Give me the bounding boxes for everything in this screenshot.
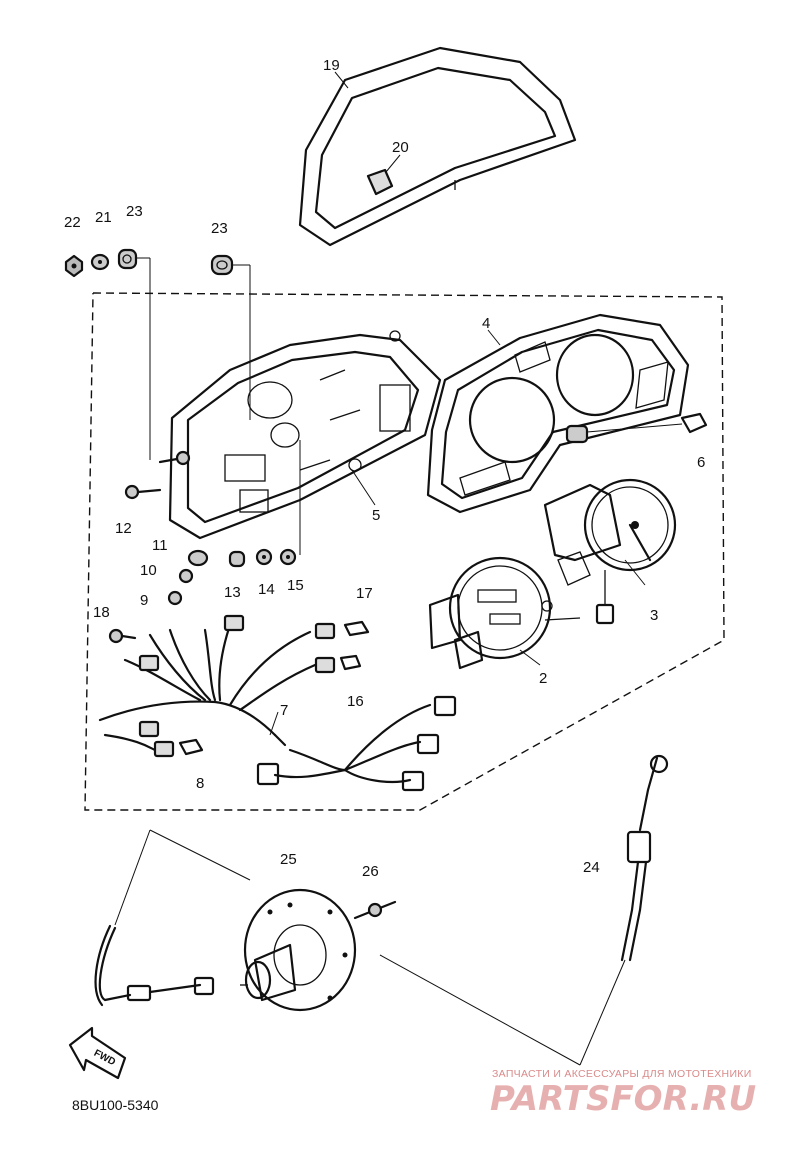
label-9: 9 bbox=[140, 592, 148, 609]
label-14: 14 bbox=[258, 581, 275, 598]
screw-18 bbox=[108, 628, 137, 644]
grommet-23-left bbox=[117, 248, 138, 270]
washer-15 bbox=[279, 548, 297, 566]
label-23-right: 23 bbox=[211, 220, 228, 237]
speedometer-cable-24 bbox=[620, 754, 669, 962]
lead-lines bbox=[135, 71, 646, 1066]
screw-10 bbox=[178, 568, 194, 584]
nut-14 bbox=[255, 548, 273, 566]
label-11: 11 bbox=[152, 537, 168, 554]
watermark-brand: PARTSFOR.RU bbox=[490, 1079, 756, 1119]
label-12: 12 bbox=[115, 520, 132, 537]
label-26: 26 bbox=[362, 863, 379, 880]
speedometer bbox=[428, 556, 581, 670]
label-3: 3 bbox=[650, 607, 658, 624]
gear-bolt bbox=[353, 900, 397, 920]
cover-grommet bbox=[366, 168, 394, 196]
label-6: 6 bbox=[697, 454, 705, 471]
label-24: 24 bbox=[583, 859, 600, 876]
meter-face-panel bbox=[426, 313, 690, 514]
wire-harness bbox=[98, 614, 457, 792]
label-7: 7 bbox=[280, 702, 288, 719]
label-8: 8 bbox=[196, 775, 204, 792]
meter-gear-unit bbox=[240, 888, 357, 1012]
screw-12 bbox=[124, 484, 162, 500]
bulb-17 bbox=[343, 620, 370, 637]
label-22: 22 bbox=[64, 214, 81, 231]
label-10: 10 bbox=[140, 562, 157, 579]
label-18: 18 bbox=[93, 604, 110, 621]
label-15: 15 bbox=[287, 577, 304, 594]
washer-11 bbox=[187, 549, 209, 567]
forward-arrow: FWD bbox=[68, 1026, 127, 1080]
washer-21 bbox=[90, 253, 110, 271]
tachometer bbox=[543, 478, 677, 625]
label-13: 13 bbox=[224, 584, 241, 601]
watermark-subtitle: ЗАПЧАСТИ И АКСЕССУАРЫ ДЛЯ МОТОТЕХНИКИ bbox=[492, 1068, 752, 1080]
bulb-8 bbox=[178, 738, 204, 756]
indicator-bulb bbox=[565, 412, 708, 444]
meter-cover-frame bbox=[298, 46, 577, 247]
screw-9 bbox=[167, 590, 183, 606]
label-2: 2 bbox=[539, 670, 547, 687]
bulb-16 bbox=[339, 654, 362, 671]
grommet-23-right bbox=[210, 254, 234, 276]
assembly-boundary bbox=[84, 292, 725, 811]
label-17: 17 bbox=[356, 585, 373, 602]
label-4: 4 bbox=[482, 315, 490, 332]
nut-22 bbox=[64, 254, 84, 278]
screw-top-left bbox=[158, 450, 191, 466]
label-5: 5 bbox=[372, 507, 380, 524]
label-25: 25 bbox=[280, 851, 297, 868]
diagram-code: 8BU100-5340 bbox=[72, 1097, 159, 1113]
label-20: 20 bbox=[392, 139, 409, 156]
grommet-13 bbox=[228, 550, 246, 568]
label-23-left: 23 bbox=[126, 203, 143, 220]
meter-case bbox=[168, 330, 442, 540]
speedometer-cable-left bbox=[94, 829, 251, 1007]
label-21: 21 bbox=[95, 209, 112, 226]
label-19: 19 bbox=[323, 57, 340, 74]
label-16: 16 bbox=[347, 693, 364, 710]
